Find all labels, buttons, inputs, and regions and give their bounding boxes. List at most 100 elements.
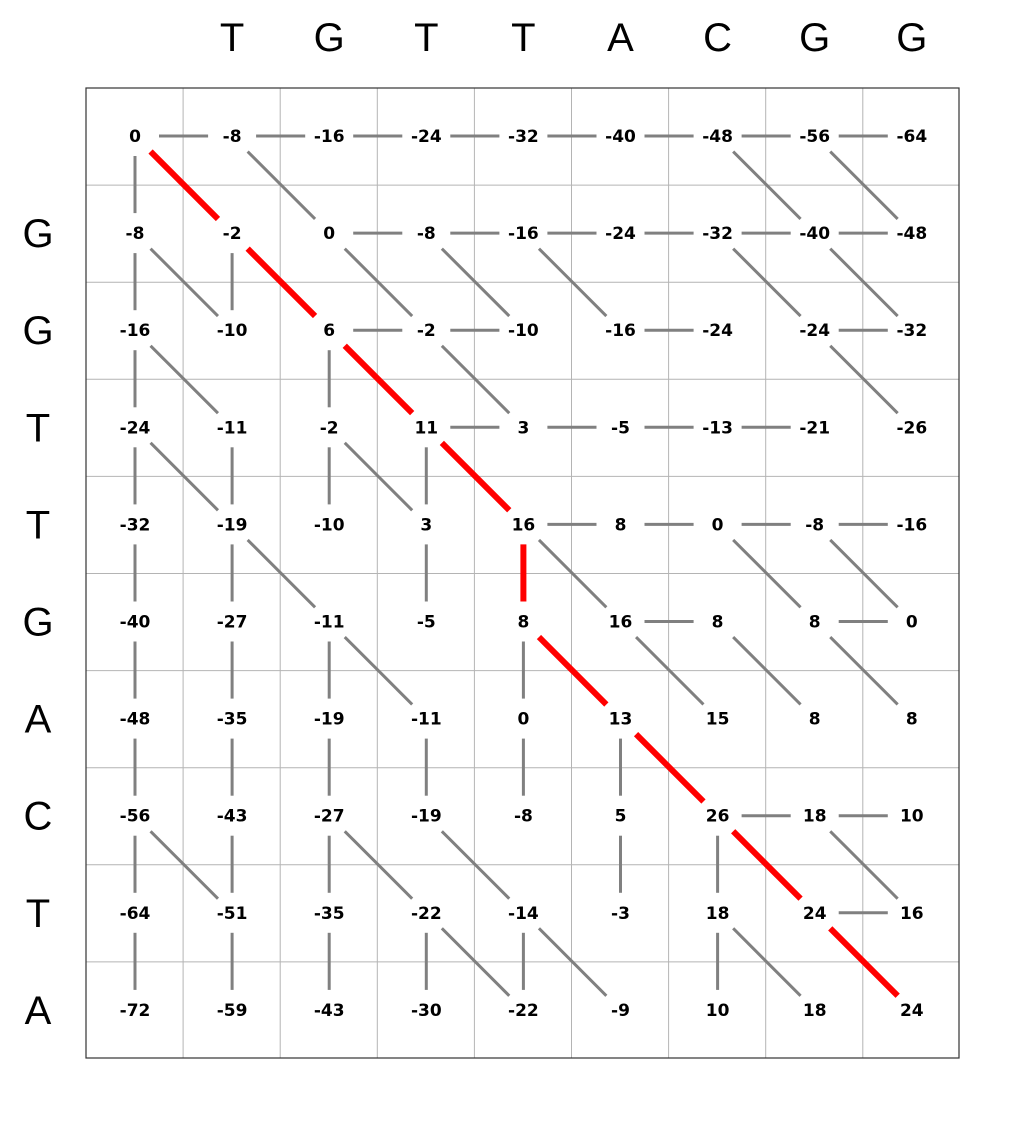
- score-cell: -19: [217, 515, 248, 535]
- score-cell: -59: [217, 1001, 248, 1021]
- traceback-edge: [149, 247, 220, 318]
- traceback-edge: [829, 150, 899, 221]
- traceback-edge: [440, 344, 511, 415]
- score-cell: 18: [803, 807, 827, 827]
- score-cell: -8: [805, 515, 824, 535]
- score-cell: 26: [706, 807, 730, 827]
- score-cell: 18: [803, 1001, 827, 1021]
- score-cell: -32: [120, 515, 151, 535]
- score-cell: -40: [605, 127, 636, 147]
- traceback-edge: [732, 538, 802, 609]
- score-cell: -26: [896, 418, 927, 438]
- score-cell: -24: [120, 418, 151, 438]
- score-cell: -16: [605, 321, 636, 341]
- score-cell: 0: [517, 710, 529, 730]
- score-cell: -32: [896, 321, 927, 341]
- score-cell: 8: [712, 613, 724, 633]
- optimal-path-edge: [245, 246, 318, 319]
- score-cell: -48: [896, 224, 927, 244]
- traceback-edge: [537, 927, 608, 997]
- score-cell: 18: [706, 904, 730, 924]
- score-cell: 5: [615, 807, 627, 827]
- score-cell: -24: [799, 321, 830, 341]
- traceback-edge: [440, 927, 511, 997]
- traceback-edge: [829, 344, 899, 415]
- score-cell: -2: [223, 224, 242, 244]
- traceback-edge: [732, 635, 802, 706]
- score-cell: 0: [129, 127, 141, 147]
- score-cell: -5: [611, 418, 630, 438]
- score-cell: -24: [605, 224, 636, 244]
- score-cell: -72: [120, 1001, 151, 1021]
- score-cell: 11: [414, 418, 438, 438]
- score-cell: -3: [611, 904, 630, 924]
- score-cell: -8: [223, 127, 242, 147]
- score-cell: -13: [702, 418, 733, 438]
- side-sequence-letter: T: [26, 503, 50, 547]
- score-cell: -64: [120, 904, 151, 924]
- score-cell: 10: [706, 1001, 730, 1021]
- score-cell: -56: [120, 807, 151, 827]
- score-cell: -16: [314, 127, 345, 147]
- top-sequence-letter: T: [220, 16, 244, 60]
- matrix-frame: [85, 87, 960, 1059]
- score-cell: -24: [411, 127, 442, 147]
- score-cell: 13: [609, 710, 633, 730]
- score-cell: 0: [906, 613, 918, 633]
- side-sequence-letter: G: [22, 212, 53, 256]
- score-cell: 16: [609, 613, 633, 633]
- score-cell: -11: [411, 710, 442, 730]
- traceback-edge: [732, 150, 802, 221]
- traceback-edge: [343, 635, 414, 706]
- traceback-edge: [440, 247, 511, 318]
- score-cell: -30: [411, 1001, 442, 1021]
- optimal-alignment-path: [148, 149, 900, 998]
- score-cell: 24: [803, 904, 827, 924]
- score-cell: -48: [702, 127, 733, 147]
- score-cell: 24: [900, 1001, 924, 1021]
- score-cell: 16: [512, 515, 536, 535]
- score-cell: 15: [706, 710, 730, 730]
- score-cell: 6: [323, 321, 335, 341]
- score-cell: -64: [896, 127, 927, 147]
- score-cell: -2: [320, 418, 339, 438]
- score-cell: -40: [120, 613, 151, 633]
- score-cell: 8: [809, 710, 821, 730]
- optimal-path-edge: [342, 343, 415, 416]
- traceback-edge: [440, 830, 511, 900]
- optimal-path-edge: [148, 149, 221, 222]
- optimal-path-edge: [439, 440, 512, 513]
- score-cell: 8: [809, 613, 821, 633]
- score-cell: -8: [514, 807, 533, 827]
- score-cell: -43: [314, 1001, 345, 1021]
- traceback-edge: [829, 247, 899, 318]
- top-sequence-letter: T: [414, 16, 438, 60]
- score-cell: -48: [120, 710, 151, 730]
- score-cell: -22: [508, 1001, 539, 1021]
- score-cell: -35: [314, 904, 345, 924]
- score-cell: -32: [702, 224, 733, 244]
- top-sequence-letter: G: [314, 16, 345, 60]
- score-cell: -10: [314, 515, 345, 535]
- score-cell: 8: [517, 613, 529, 633]
- side-sequence-letter: T: [26, 892, 50, 936]
- score-cell: -40: [799, 224, 830, 244]
- side-sequence-letter: A: [25, 989, 52, 1033]
- optimal-path-edge: [536, 634, 609, 707]
- traceback-edge: [634, 635, 705, 706]
- side-sequence-letter: T: [26, 406, 50, 450]
- side-sequence-letter: A: [25, 698, 52, 742]
- score-cell: 8: [615, 515, 627, 535]
- score-cell: -27: [314, 807, 345, 827]
- score-cell: -9: [611, 1001, 630, 1021]
- score-cell: -27: [217, 613, 248, 633]
- score-cell: -21: [799, 418, 830, 438]
- traceback-edge: [246, 538, 317, 609]
- score-cell: -22: [411, 904, 442, 924]
- score-cell: 8: [906, 710, 918, 730]
- score-cell: -24: [702, 321, 733, 341]
- score-cell: -51: [217, 904, 248, 924]
- score-cell: 3: [517, 418, 529, 438]
- score-cell: -19: [314, 710, 345, 730]
